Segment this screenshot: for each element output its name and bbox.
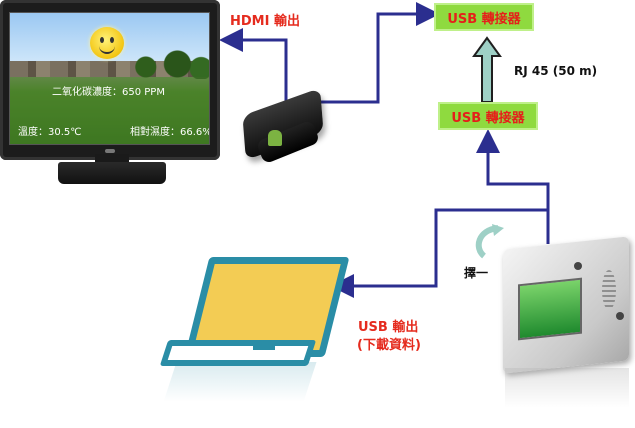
usb-converter-mid: USB 轉接器 — [440, 104, 536, 128]
hdmi-output-label: HDMI 輸出 — [230, 14, 300, 29]
box-to-tv-wire — [219, 28, 288, 108]
laptop-reflection — [163, 362, 317, 402]
tv-overlay — [10, 77, 209, 144]
smiley-sun-icon — [90, 27, 124, 59]
co2-reading: 二氧化碳濃度：650 PPM — [52, 87, 165, 98]
smiley-eye-left — [100, 37, 104, 43]
temperature-reading: 溫度：30.5℃ — [18, 127, 82, 138]
data-logger-screen — [518, 277, 582, 341]
tv-neck — [95, 154, 129, 164]
tv-logo — [105, 149, 115, 153]
tv-stand — [58, 162, 166, 184]
device-to-laptop-wire — [330, 208, 548, 298]
device-connector — [616, 312, 624, 320]
humidity-reading: 相對濕度：66.6% — [130, 127, 210, 138]
usb-converter-top: USB 轉接器 — [436, 5, 532, 29]
tv-trees — [130, 49, 209, 79]
tv-screen: 二氧化碳濃度：650 PPM 溫度：30.5℃ 相對濕度：66.6% — [9, 12, 210, 145]
box-to-usb-top-wire — [318, 2, 440, 104]
android-icon — [268, 130, 282, 146]
download-data-label: (下載資料) — [357, 338, 421, 353]
rj45-label: RJ 45 (50 m) — [514, 64, 598, 78]
smiley-mouth — [99, 44, 115, 54]
device-screw-top — [574, 262, 582, 270]
laptop-touchpad — [253, 345, 275, 350]
device-reflection — [505, 368, 629, 408]
device-to-usb-mid-wire — [476, 129, 550, 244]
curved-arrow-icon — [475, 224, 504, 259]
smiley-eye-right — [110, 37, 114, 43]
choose-one-label: 擇一 — [464, 266, 489, 280]
usb-output-label: USB 輸出 — [358, 320, 419, 335]
device-vent — [602, 270, 616, 310]
rj45-arrow — [472, 36, 502, 103]
